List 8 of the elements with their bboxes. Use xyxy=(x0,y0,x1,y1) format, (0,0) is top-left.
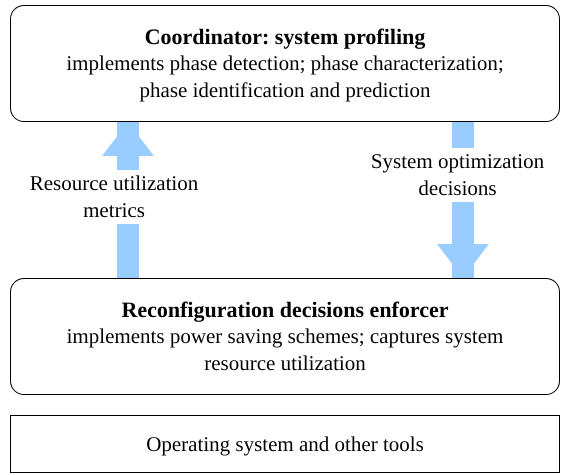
process-box xyxy=(10,5,560,122)
box-text: Operating system and other tools xyxy=(145,430,425,458)
process-box xyxy=(10,415,560,473)
box-text: implements power saving schemes; captures system resource utilization xyxy=(66,323,504,377)
box-heading: Coordinator: system profiling xyxy=(144,23,426,50)
box-text: implements phase detection; phase characterization; phase identification and prediction xyxy=(65,50,505,104)
box-heading: Reconfiguration decisions enforcer xyxy=(120,296,450,323)
process-box xyxy=(10,278,560,395)
